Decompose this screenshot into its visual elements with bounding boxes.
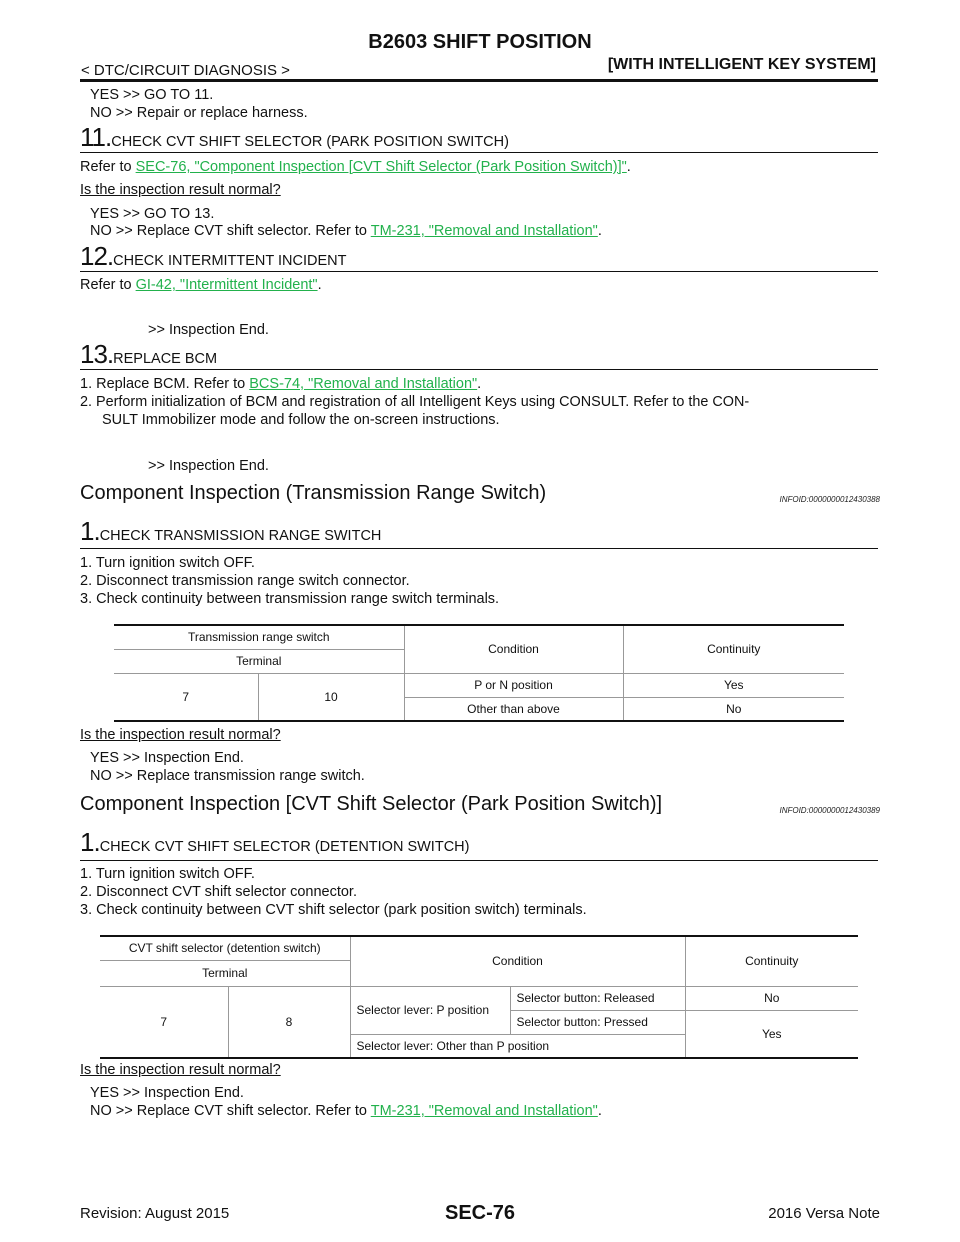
table-header: Continuity [622, 625, 844, 674]
table-header: CVT shift selector (detention switch) [100, 936, 350, 961]
step-divider [80, 271, 878, 272]
step-11-heading: 11.CHECK CVT SHIFT SELECTOR (PARK POSITI… [80, 122, 509, 153]
table-header: Condition [349, 936, 685, 987]
table-cell: Yes [623, 673, 844, 698]
list-item: 1. Turn ignition switch OFF. [80, 866, 255, 882]
revision-date: Revision: August 2015 [80, 1205, 230, 1222]
step-number: 1. [80, 516, 101, 546]
header-divider [80, 79, 878, 82]
result-yes: YES >> GO TO 13. [90, 206, 215, 222]
step-number: 11. [80, 122, 112, 152]
gi-42-link[interactable]: GI-42, "Intermittent Incident" [135, 277, 318, 293]
tm-231-link[interactable]: TM-231, "Removal and Installation" [370, 1103, 598, 1119]
refer-suffix: . [317, 277, 322, 293]
result-no-text: NO >> Replace CVT shift selector. Refer … [90, 223, 371, 239]
result-no: NO >> Replace transmission range switch. [90, 768, 365, 784]
table-cell: 8 [228, 986, 351, 1059]
result-no: NO >> Repair or replace harness. [90, 105, 308, 121]
table-header: Terminal [100, 960, 350, 987]
list-item-continuation: SULT Immobilizer mode and follow the on-… [102, 412, 500, 428]
table-cell: Other than above [404, 697, 624, 722]
step-divider [80, 152, 878, 153]
section-title: Component Inspection [CVT Shift Selector… [80, 793, 663, 815]
table-cell: Yes [685, 1010, 858, 1059]
section-1-step-heading: 1.CHECK TRANSMISSION RANGE SWITCH [80, 516, 381, 547]
bcs-74-link[interactable]: BCS-74, "Removal and Installation" [249, 376, 478, 392]
step-divider [80, 548, 878, 549]
table-cell: Selector button: Pressed [510, 1010, 686, 1035]
table-header: Continuity [684, 936, 858, 987]
step-divider [80, 860, 878, 861]
page-number: SEC-76 [444, 1202, 516, 1224]
step-number: 12. [80, 241, 114, 271]
list-item: 2. Disconnect CVT shift selector connect… [80, 884, 357, 900]
info-id: INFOID:0000000012430389 [779, 806, 880, 815]
list-item: 1. Replace BCM. Refer to BCS-74, "Remova… [80, 375, 481, 393]
step-title: REPLACE BCM [113, 351, 218, 367]
result-yes: YES >> Inspection End. [90, 750, 244, 766]
table-cell: 10 [258, 673, 405, 722]
section-breadcrumb: < DTC/CIRCUIT DIAGNOSIS > [81, 62, 290, 79]
table-cell: 7 [114, 673, 259, 722]
step-title: CHECK INTERMITTENT INCIDENT [113, 253, 347, 269]
inspection-end: >> Inspection End. [148, 322, 269, 338]
inspection-question: Is the inspection result normal? [80, 1062, 281, 1078]
step-number: 13. [80, 339, 114, 369]
table-header: Transmission range switch [114, 625, 404, 650]
step-11-refer: Refer to SEC-76, "Component Inspection [… [80, 158, 631, 176]
list-item: 3. Check continuity between transmission… [80, 591, 500, 607]
section-title: Component Inspection (Transmission Range… [80, 482, 547, 504]
list-item: 3. Check continuity between CVT shift se… [80, 902, 587, 918]
list-item-suffix: . [477, 376, 482, 392]
refer-text: Refer to [80, 277, 136, 293]
table-header: Condition [403, 625, 623, 674]
refer-suffix: . [626, 159, 631, 175]
step-title: CHECK CVT SHIFT SELECTOR (DETENTION SWIT… [99, 839, 470, 855]
table-cell: No [623, 697, 844, 722]
step-12-heading: 12.CHECK INTERMITTENT INCIDENT [80, 241, 347, 272]
table-header: Terminal [114, 649, 404, 674]
model-year: 2016 Versa Note [768, 1205, 880, 1222]
step-13-heading: 13.REPLACE BCM [80, 339, 217, 370]
result-no: NO >> Replace CVT shift selector. Refer … [90, 1102, 602, 1120]
table-cell: Selector lever: Other than P position [350, 1034, 686, 1059]
step-title: CHECK TRANSMISSION RANGE SWITCH [99, 528, 382, 544]
system-label: [WITH INTELLIGENT KEY SYSTEM] [607, 56, 876, 73]
table-cell: No [685, 986, 858, 1011]
table-cell: Selector button: Released [510, 986, 686, 1011]
result-yes: YES >> GO TO 11. [90, 87, 214, 103]
inspection-end: >> Inspection End. [148, 458, 269, 474]
info-id: INFOID:0000000012430388 [779, 495, 880, 504]
list-item: 2. Disconnect transmission range switch … [80, 573, 410, 589]
inspection-question: Is the inspection result normal? [80, 182, 281, 198]
step-number: 1. [80, 827, 101, 857]
sec-76-link[interactable]: SEC-76, "Component Inspection [CVT Shift… [135, 159, 627, 175]
page-title: B2603 SHIFT POSITION [368, 31, 592, 53]
result-no: NO >> Replace CVT shift selector. Refer … [90, 222, 602, 240]
result-no-text: NO >> Replace CVT shift selector. Refer … [90, 1103, 371, 1119]
section-2-step-heading: 1.CHECK CVT SHIFT SELECTOR (DETENTION SW… [80, 827, 469, 858]
refer-text: Refer to [80, 159, 136, 175]
table-cell: 7 [100, 986, 229, 1059]
cvt-shift-selector-table: CVT shift selector (detention switch) Co… [100, 935, 858, 1059]
list-item: 1. Turn ignition switch OFF. [80, 555, 255, 571]
step-divider [80, 369, 878, 370]
step-12-refer: Refer to GI-42, "Intermittent Incident". [80, 276, 322, 294]
result-no-suffix: . [597, 223, 602, 239]
list-item-text: 1. Replace BCM. Refer to [80, 376, 250, 392]
step-title: CHECK CVT SHIFT SELECTOR (PARK POSITION … [111, 134, 509, 150]
result-yes: YES >> Inspection End. [90, 1085, 244, 1101]
result-no-suffix: . [597, 1103, 602, 1119]
table-cell: P or N position [404, 673, 624, 698]
transmission-range-switch-table: Transmission range switch Condition Cont… [114, 624, 844, 722]
inspection-question: Is the inspection result normal? [80, 727, 281, 743]
list-item: 2. Perform initialization of BCM and reg… [80, 394, 750, 410]
tm-231-link[interactable]: TM-231, "Removal and Installation" [370, 223, 598, 239]
table-cell: Selector lever: P position [350, 986, 511, 1035]
